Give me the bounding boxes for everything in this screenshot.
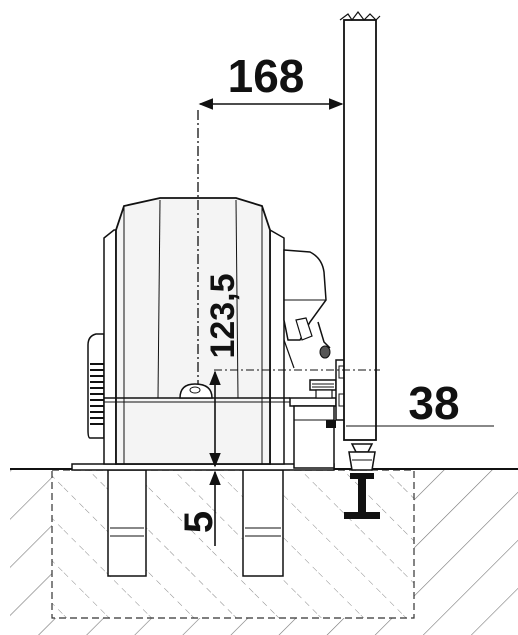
pinion-assembly: [289, 379, 337, 469]
release-lever: [283, 249, 331, 369]
gate-post: [339, 11, 381, 441]
dimension-base-height: 5: [177, 470, 221, 546]
dimension-base-height-label: 5: [177, 511, 221, 533]
anchor-legs: [107, 469, 284, 577]
gate-track-rail: [344, 473, 380, 519]
gate-wheel: [348, 443, 376, 471]
dimension-rack-offset-label: 38: [408, 377, 459, 429]
dimension-rack-offset: 38: [408, 377, 459, 429]
motor-body: [87, 197, 290, 465]
dimension-pinion-height: 123,5: [204, 273, 242, 468]
dimension-gate-offset: 168: [198, 50, 344, 110]
dimension-gate-offset-label: 168: [228, 50, 305, 102]
dimension-pinion-height-label: 123,5: [204, 273, 242, 358]
reference-lines: [197, 110, 494, 427]
